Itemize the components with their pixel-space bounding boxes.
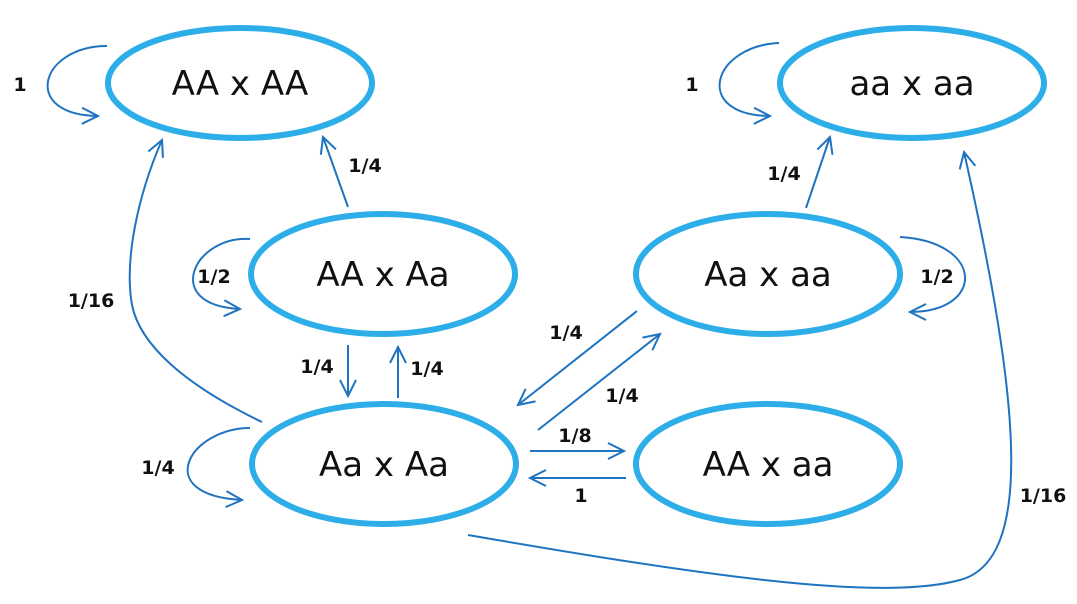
edge-AAxAa-self <box>192 237 251 309</box>
node-Aaxaa-ellipse <box>633 211 903 337</box>
edge-Aaxaa-to-AaxAa <box>518 310 638 405</box>
label-Aaxaa-to-aaxaa: 1/4 <box>767 163 800 185</box>
edge-Aaxaa-to-aaxaa <box>805 137 830 209</box>
node-AAxAa-label: AA x Aa <box>316 255 449 295</box>
node-AAxaa-ellipse <box>633 401 903 527</box>
label-AAxAa-to-AAxAA: 1/4 <box>348 155 381 177</box>
label-Aaxaa-to-AaxAa: 1/4 <box>549 322 582 344</box>
label-AAxAa-to-AaxAa: 1/4 <box>300 356 333 378</box>
edge-Aaxaa-self <box>899 236 966 312</box>
node-AAxaa-label: AA x aa <box>703 445 834 485</box>
edge-aaxaa-self <box>718 42 780 116</box>
node-AaxAa: Aa x Aa <box>249 401 519 527</box>
edge-AaxAa-to-Aaxaa <box>537 334 660 431</box>
label-AaxAa-to-AAxaa: 1/8 <box>558 425 591 447</box>
label-AaxAa-to-AAxAa: 1/4 <box>410 358 443 380</box>
label-AaxAa-self: 1/4 <box>141 457 174 479</box>
node-aaxaa-ellipse <box>777 25 1047 141</box>
node-Aaxaa: Aa x aa <box>633 211 903 337</box>
node-AaxAa-ellipse <box>249 401 519 527</box>
edge-labels: 1 1 1/4 1/4 1/2 1/2 1/16 1/16 1/4 1/4 1/… <box>13 74 1066 507</box>
node-AAxAa-ellipse <box>248 211 518 337</box>
edge-AaxAa-to-aaxaa <box>467 152 1013 589</box>
node-aaxaa-label: aa x aa <box>849 64 974 104</box>
label-AAxAa-self: 1/2 <box>197 266 230 288</box>
label-AAxAA-self: 1 <box>13 74 26 96</box>
nodes: AA x AA aa x aa AA x Aa Aa x aa Aa x Aa … <box>105 25 1047 527</box>
node-Aaxaa-label: Aa x aa <box>704 255 832 295</box>
label-AAxaa-to-AaxAa: 1 <box>574 485 587 507</box>
node-aaxaa: aa x aa <box>777 25 1047 141</box>
node-AAxAA-label: AA x AA <box>172 64 309 104</box>
node-AaxAa-label: Aa x Aa <box>319 445 449 485</box>
label-aaxaa-self: 1 <box>685 74 698 96</box>
edges <box>46 42 1013 589</box>
edge-AaxAa-self <box>186 427 251 500</box>
node-AAxAa: AA x Aa <box>248 211 518 337</box>
label-AaxAa-to-aaxaa: 1/16 <box>1020 485 1067 507</box>
node-AAxAA-ellipse <box>105 25 375 141</box>
label-Aaxaa-self: 1/2 <box>920 266 953 288</box>
node-AAxAA: AA x AA <box>105 25 375 141</box>
label-AaxAa-to-Aaxaa: 1/4 <box>605 385 638 407</box>
edge-AaxAa-to-AAxAA <box>128 140 263 423</box>
label-AaxAa-to-AAxAA: 1/16 <box>68 290 115 312</box>
edge-AAxAA-self <box>46 45 108 116</box>
node-AAxaa: AA x aa <box>633 401 903 527</box>
edge-AAxAa-to-AAxAA <box>323 137 349 208</box>
